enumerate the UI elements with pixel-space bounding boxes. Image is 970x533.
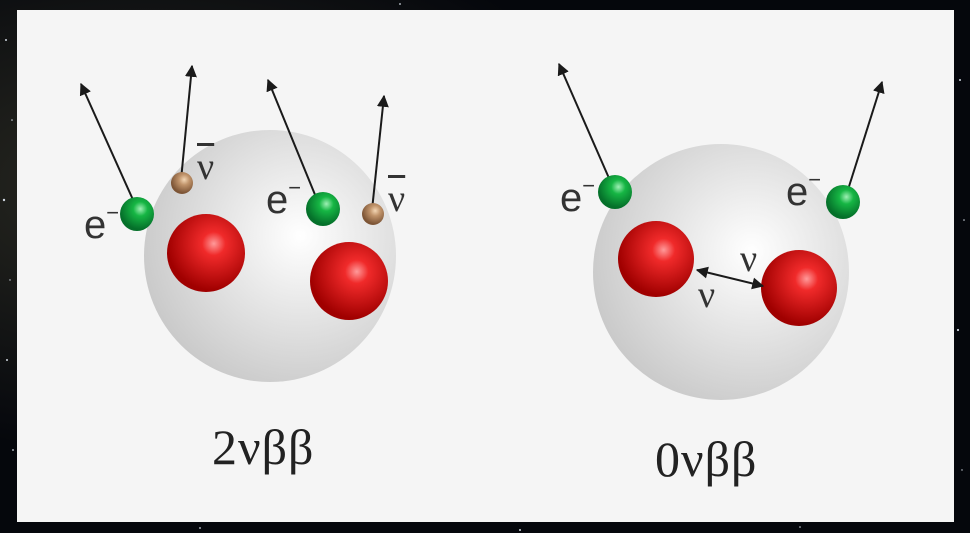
left-antineutrino-1	[171, 172, 193, 194]
right-electron-1-label: e−	[560, 178, 595, 218]
right-electron-2-arrow	[846, 82, 882, 196]
right-nucleus-group	[559, 64, 882, 400]
right-electron-2-label: e−	[786, 172, 821, 212]
exchange-neutrino-label-upper: ν	[740, 240, 757, 278]
right-electron-1	[598, 175, 632, 209]
right-nucleon-1	[618, 221, 694, 297]
left-nucleus-group	[81, 66, 396, 382]
left-antineutrino-1-label: ν	[197, 148, 214, 186]
left-electron-1-label: e−	[84, 205, 119, 245]
left-nucleon-2	[310, 242, 388, 320]
left-antineutrino-2	[362, 203, 384, 225]
exchange-neutrino-label-lower: ν	[698, 276, 715, 314]
left-electron-2-label: e−	[266, 180, 301, 220]
right-process-caption: 0νββ	[655, 430, 758, 488]
left-antineutrino-2-label: ν	[388, 180, 405, 218]
left-process-caption: 2νββ	[212, 418, 315, 476]
right-nucleon-2	[761, 250, 837, 326]
left-electron-1	[120, 197, 154, 231]
right-electron-1-arrow	[559, 64, 612, 185]
left-electron-1-arrow	[81, 84, 134, 202]
right-electron-2	[826, 185, 860, 219]
left-nucleon-1	[167, 214, 245, 292]
left-electron-2	[306, 192, 340, 226]
